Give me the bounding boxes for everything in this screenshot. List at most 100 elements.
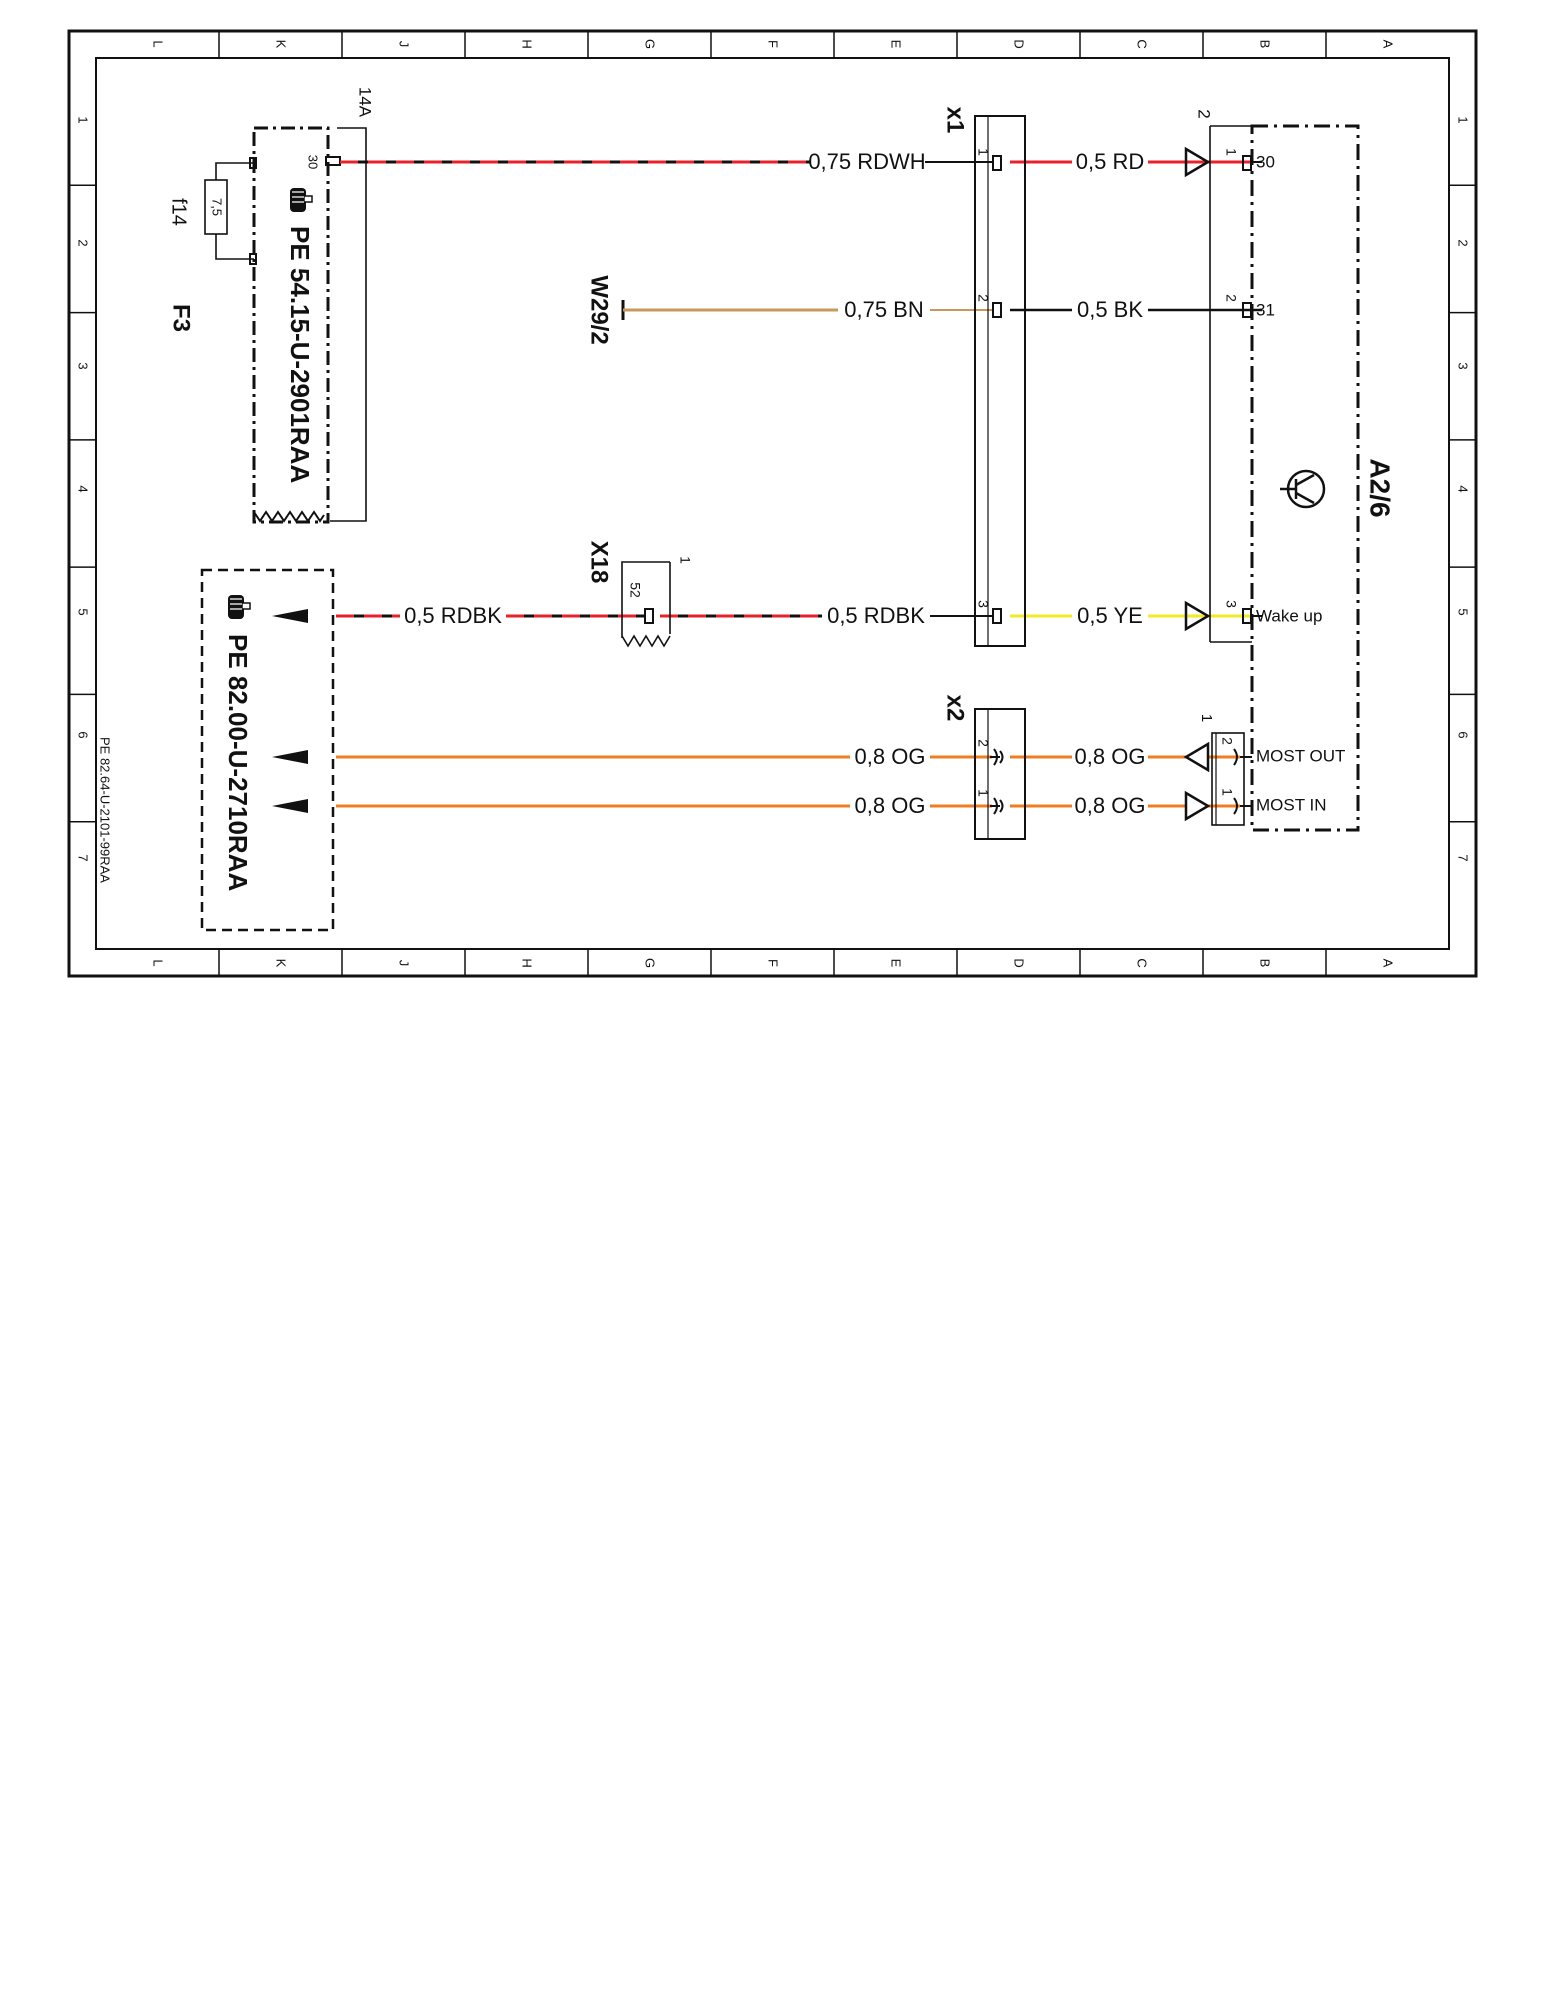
most-pin: 2 (1219, 737, 1235, 745)
triangle-marker-icon (1184, 600, 1211, 632)
x2-pin: 1 (975, 789, 991, 797)
splice-top-pin: 1 (677, 556, 693, 564)
row-label-left: 5 (76, 608, 91, 615)
ground-label: W29/2 (586, 275, 613, 344)
col-label-bottom: L (151, 959, 166, 966)
fuse-name: f14 (168, 198, 190, 226)
sheet-frame (67, 29, 1478, 978)
fuse-rating: 7,5 (210, 198, 225, 216)
row-label-right: 4 (1456, 485, 1471, 492)
wire-label: 0,5 BK (1077, 297, 1143, 322)
col-label-top: B (1258, 40, 1273, 49)
wire-rdwh: 0,75 RDWH (340, 149, 992, 174)
wire-bk: 0,5 BK (1010, 297, 1262, 322)
wire-bn: 0,75 BN (623, 297, 992, 322)
wire-label: 0,8 OG (1075, 744, 1146, 769)
col-label-bottom: F (766, 959, 781, 967)
wire-label: 0,5 YE (1077, 603, 1143, 628)
most-pin: 1 (1219, 788, 1235, 796)
pin-label-30: 30 (306, 155, 321, 169)
col-label-top: K (274, 40, 289, 49)
ground-w29-2: W29/2 (586, 275, 625, 345)
x1-pin: 1 (975, 148, 991, 156)
module-pin: 2 (1223, 294, 1239, 302)
col-label-top: H (520, 39, 535, 48)
wire-label: 0,75 BN (844, 297, 924, 322)
wire-label: 0,5 RD (1076, 149, 1144, 174)
module-pin-function: Wake up (1256, 606, 1322, 625)
module-pin: 1 (1223, 148, 1239, 156)
col-label-bottom: D (1012, 958, 1027, 967)
arrow-icon (272, 750, 308, 764)
row-label-left: 4 (76, 485, 91, 492)
row-label-right: 7 (1456, 854, 1471, 861)
triangle-marker-icon (1184, 790, 1211, 822)
amplifier-icon (1280, 469, 1326, 509)
splice-name: X18 (586, 541, 613, 584)
connector-x2: 2 1 x2 (942, 695, 1026, 840)
col-label-bottom: G (643, 958, 658, 968)
document-number: PE 82.64-U-2101-99RAA (98, 737, 113, 883)
x1-pin: 2 (975, 294, 991, 302)
pointing-hand-icon (228, 595, 251, 619)
cross-reference-82-00: PE 82.00-U-2710RAA (223, 634, 253, 891)
triangle-marker-icon (1184, 146, 1211, 178)
wire-rd: 0,5 RD (1010, 149, 1262, 174)
module-pin-function: 30 (1256, 152, 1275, 171)
row-label-left: 2 (76, 239, 91, 246)
col-label-top: C (1135, 39, 1150, 48)
wire-label: 0,8 OG (1075, 793, 1146, 818)
module-a2-6: 2 1 2 3 30 31 Wake up 1 2 1 MOST OUT MOS… (1195, 109, 1396, 832)
wire-label: 0,5 RDBK (827, 603, 925, 628)
wire-direction-markers (1183, 146, 1211, 822)
row-label-right: 3 (1456, 362, 1471, 369)
row-label-right: 5 (1456, 608, 1471, 615)
splice-pin: 52 (627, 582, 643, 598)
row-label-left: 7 (76, 854, 91, 861)
module-connector-no: 2 (1195, 109, 1214, 118)
most-connector-no: 1 (1198, 714, 1215, 722)
wire-rdbk-left: 0,5 RDBK (336, 603, 644, 628)
col-label-top: E (889, 40, 904, 49)
wire-label: 0,75 RDWH (808, 149, 925, 174)
col-label-bottom: C (1135, 958, 1150, 967)
connector-name: x2 (942, 695, 969, 722)
row-label-left: 6 (76, 731, 91, 738)
row-label-right: 1 (1456, 116, 1471, 123)
wire-rdbk-mid: 0,5 RDBK (660, 603, 992, 628)
module-pin-function: MOST OUT (1256, 746, 1345, 765)
module-pin-function: MOST IN (1256, 795, 1327, 814)
x1-pin: 3 (975, 600, 991, 608)
col-label-bottom: E (889, 959, 904, 968)
col-label-bottom: J (397, 960, 412, 967)
col-label-top: L (151, 40, 166, 47)
col-label-bottom: B (1258, 959, 1273, 968)
row-label-left: 3 (76, 362, 91, 369)
triangle-marker-icon (1183, 741, 1210, 773)
module-name: A2/6 (1365, 458, 1396, 517)
col-label-top: A (1381, 40, 1396, 49)
row-label-right: 2 (1456, 239, 1471, 246)
arrow-icon (272, 799, 308, 813)
wire-ye: 0,5 YE (1010, 603, 1262, 628)
splice-x18: 52 1 X18 (586, 541, 693, 648)
connector-x1: 1 2 3 x1 (942, 107, 1026, 647)
col-label-top: D (1012, 39, 1027, 48)
fuse-block-f3: 14A 7,5 f14 F3 30 PE 54.15-U-2901RAA (168, 87, 375, 524)
connector-name: x1 (942, 107, 969, 134)
wire-label: 0,5 RDBK (404, 603, 502, 628)
fuse-block-name: F3 (168, 304, 195, 332)
wire-label: 0,8 OG (855, 793, 926, 818)
x2-pin: 2 (975, 739, 991, 747)
col-label-top: F (766, 40, 781, 48)
grid-column-labels: L K J H G F E D C B A L K J H G F E D C … (151, 39, 1396, 968)
col-label-top: J (397, 41, 412, 48)
module-pin-function: 31 (1256, 300, 1275, 319)
grid-row-labels: 1 2 3 4 5 6 7 1 2 3 4 5 6 7 (76, 116, 1471, 861)
wire-og-most-in: 0,8 OG 0,8 OG (336, 793, 1240, 818)
cross-reference-54-15: PE 54.15-U-2901RAA (285, 226, 315, 483)
row-label-right: 6 (1456, 731, 1471, 738)
wire-og-most-out: 0,8 OG 0,8 OG (336, 744, 1240, 769)
reference-block-pe-82-00: PE 82.00-U-2710RAA (200, 568, 335, 932)
